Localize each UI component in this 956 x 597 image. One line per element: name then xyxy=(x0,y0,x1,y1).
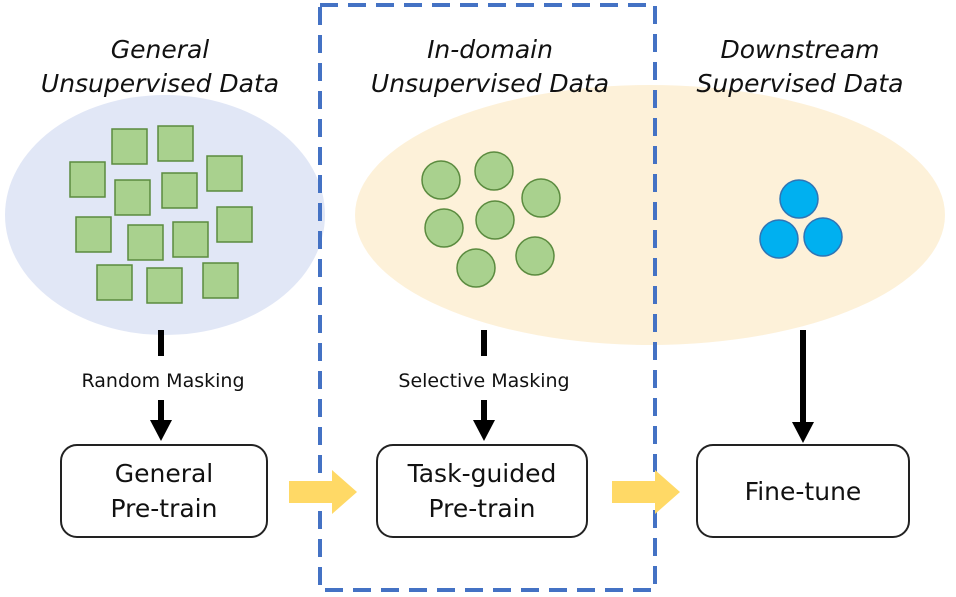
in-domain-data-title-line2: Unsupervised Data xyxy=(371,69,609,98)
data-square xyxy=(127,224,164,261)
selective-masking-arrow xyxy=(473,330,495,441)
data-square xyxy=(206,155,243,192)
data-circle xyxy=(515,236,555,276)
general-data-squares xyxy=(69,125,253,304)
data-circle xyxy=(421,160,461,200)
fine-tune-label: Fine-tune xyxy=(745,477,862,506)
data-square xyxy=(69,161,106,198)
task-guided-pretrain-line1: Task-guided xyxy=(407,459,557,488)
flow-arrow-general-to-task-guided xyxy=(289,470,357,514)
random-masking-label: Random Masking xyxy=(81,370,244,392)
data-circle xyxy=(521,178,561,218)
in-domain-data-title-line1: In-domain xyxy=(427,35,553,64)
fine-tune-box: Fine-tune xyxy=(696,444,910,538)
selective-masking-label: Selective Masking xyxy=(398,370,569,392)
general-pretrain-box: General Pre-train xyxy=(60,444,268,538)
task-guided-highlight-frame xyxy=(318,3,657,592)
downstream-data-title-line1: Downstream xyxy=(721,35,880,64)
general-data-title-line1: General xyxy=(111,35,210,64)
data-square xyxy=(146,267,183,304)
data-square xyxy=(172,221,209,258)
data-square xyxy=(157,125,194,162)
data-square xyxy=(202,262,239,299)
general-pretrain-line2: Pre-train xyxy=(111,494,218,523)
fine-tune-arrow xyxy=(792,330,814,443)
random-masking-arrow xyxy=(150,330,172,441)
task-guided-pretrain-line2: Pre-train xyxy=(429,494,536,523)
task-guided-pretrain-box: Task-guided Pre-train xyxy=(376,444,588,538)
data-square xyxy=(75,216,112,253)
data-circle xyxy=(424,208,464,248)
data-circle xyxy=(475,200,515,240)
flow-arrow-task-guided-to-fine-tune xyxy=(612,470,680,514)
general-data-title-line2: Unsupervised Data xyxy=(41,69,279,98)
downstream-data-circles xyxy=(759,179,843,259)
data-square xyxy=(96,264,133,301)
downstream-data-title-line2: Supervised Data xyxy=(697,69,904,98)
in-domain-data-cloud xyxy=(355,85,945,345)
data-circle xyxy=(759,219,799,259)
data-square xyxy=(161,172,198,209)
data-square xyxy=(216,206,253,243)
data-circle xyxy=(474,151,514,191)
in-domain-data-circles xyxy=(421,151,561,288)
general-data-cloud xyxy=(5,95,325,335)
data-square xyxy=(114,179,151,216)
data-circle xyxy=(803,217,843,257)
data-circle xyxy=(779,179,819,219)
general-pretrain-line1: General xyxy=(115,459,214,488)
data-square xyxy=(111,128,148,165)
data-circle xyxy=(456,248,496,288)
